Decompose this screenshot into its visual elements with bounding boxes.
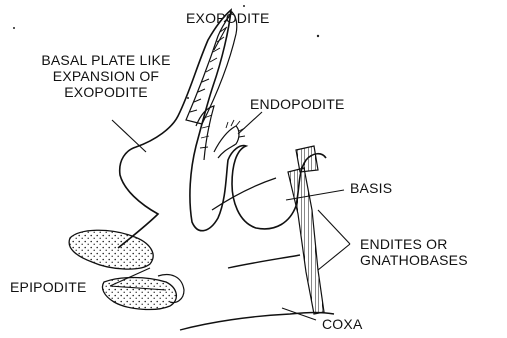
epipodite-lobe-upper xyxy=(69,230,153,269)
label-endopodite: ENDOPODITE xyxy=(250,96,345,112)
label-exopodite: EXOPODITE xyxy=(186,10,269,26)
limb-body-outline xyxy=(118,10,326,248)
gnathobase-column-upper xyxy=(296,146,318,172)
label-basal-plate-line-1: BASAL PLATE LIKE xyxy=(16,52,196,68)
label-basal-plate-line-3: EXOPODITE xyxy=(16,84,196,100)
leader-endopodite xyxy=(238,112,262,134)
label-endites-line-2: GNATHOBASES xyxy=(360,252,468,268)
label-coxa: COXA xyxy=(322,316,362,332)
epipodite-lobe-lower xyxy=(102,278,176,310)
label-endites: ENDITES OR GNATHOBASES xyxy=(360,236,468,268)
endopodite-setae xyxy=(226,120,245,137)
leader-endites-lower xyxy=(318,244,350,270)
leader-basal-plate xyxy=(112,120,146,152)
label-basis: BASIS xyxy=(350,180,392,196)
label-epipodite: EPIPODITE xyxy=(10,279,86,295)
label-basal-plate: BASAL PLATE LIKE EXPANSION OF EXOPODITE xyxy=(16,52,196,100)
leader-endites-upper xyxy=(318,210,350,244)
gnathobase-column xyxy=(288,168,324,314)
endopodite-shape xyxy=(214,126,239,158)
label-basal-plate-line-2: EXPANSION OF xyxy=(16,68,196,84)
limb-bottom-curve xyxy=(180,313,334,331)
limb-lower-curve xyxy=(228,255,300,268)
label-endites-line-1: ENDITES OR xyxy=(360,236,468,252)
